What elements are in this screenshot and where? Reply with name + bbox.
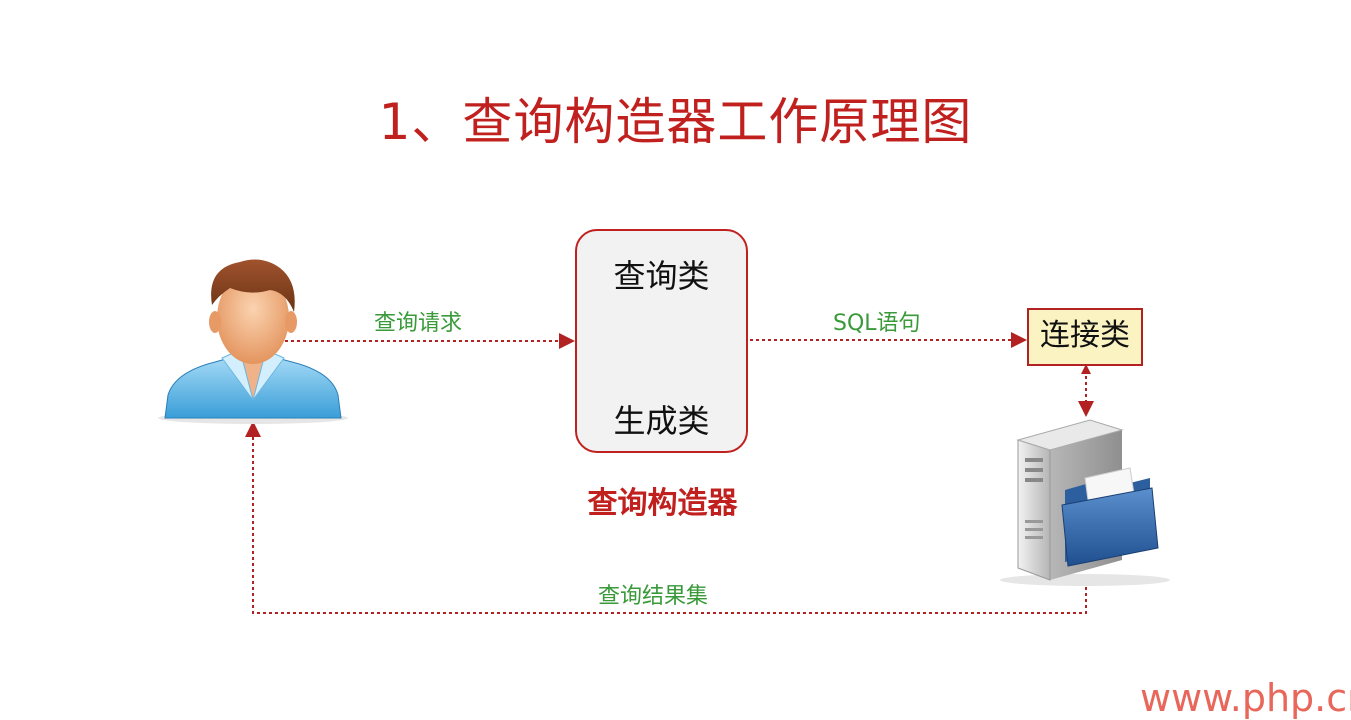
query-builder-box: 查询类 生成类 xyxy=(575,229,748,453)
sql-label: SQL语句 xyxy=(833,311,921,336)
connection-class-box: 连接类 xyxy=(1027,308,1143,366)
query-class-label: 查询类 xyxy=(613,257,710,295)
watermark: www.php.cn xyxy=(1140,676,1351,720)
result-label: 查询结果集 xyxy=(598,584,709,609)
page-title: 1、查询构造器工作原理图 xyxy=(378,93,973,151)
query-builder-caption: 查询构造器 xyxy=(587,486,738,521)
request-label: 查询请求 xyxy=(374,311,463,336)
result-path xyxy=(245,421,1087,614)
generator-class-label: 生成类 xyxy=(613,402,710,440)
